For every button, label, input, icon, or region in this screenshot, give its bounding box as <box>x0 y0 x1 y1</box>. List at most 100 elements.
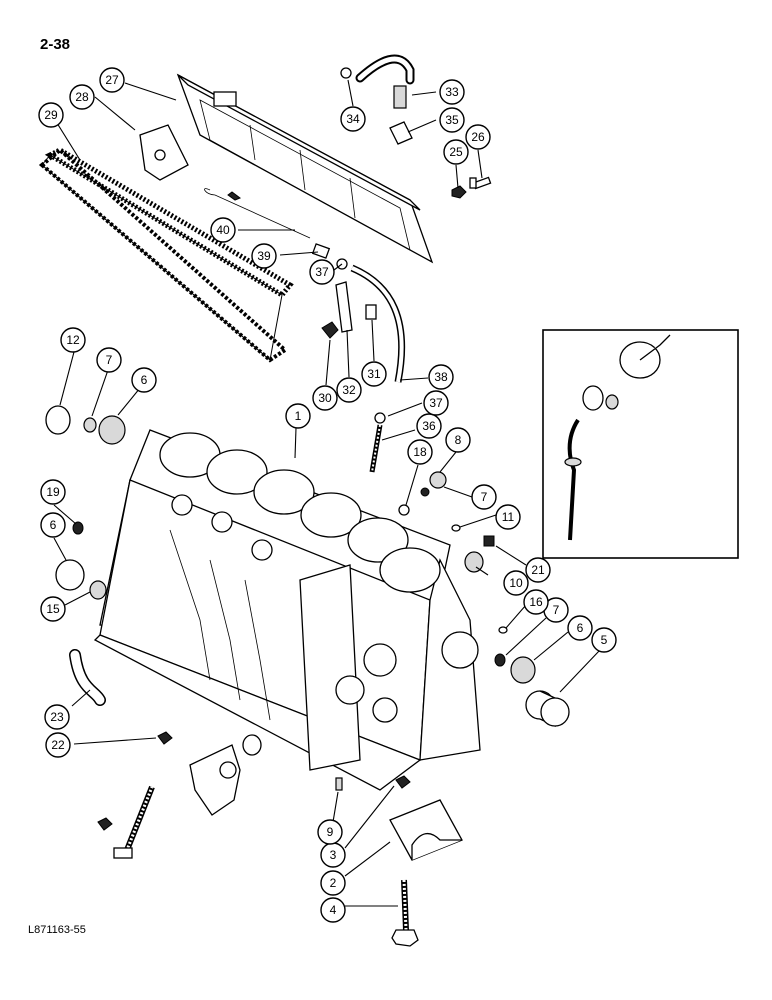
callout-label: 10 <box>509 576 523 590</box>
callout: 35 <box>439 107 465 133</box>
cylinder-block <box>93 429 481 791</box>
callout-label: 7 <box>106 353 113 367</box>
callout: 9 <box>317 819 343 845</box>
callout-label: 15 <box>46 602 60 616</box>
callout: 21 <box>525 557 551 583</box>
page-number: 2-38 <box>40 36 71 53</box>
main-bearing-cap <box>335 775 463 947</box>
callout: 2 <box>320 870 346 896</box>
callout-label: 31 <box>367 367 381 381</box>
housing-bolt <box>113 785 155 859</box>
plug-15 <box>89 580 107 600</box>
breather-hose-assembly <box>340 54 415 145</box>
callout-label: 16 <box>529 595 543 609</box>
callout-label: 3 <box>330 848 337 862</box>
rocker-cover <box>176 73 434 264</box>
callout: 8 <box>445 427 471 453</box>
bushing-5 <box>525 690 570 728</box>
callout: 36 <box>416 413 442 439</box>
callout-label: 26 <box>471 130 485 144</box>
figure-id: L871163-55 <box>28 924 86 936</box>
callout: 33 <box>439 79 465 105</box>
callout: 6 <box>40 512 66 538</box>
callout: 22 <box>45 732 71 758</box>
callout-label: 35 <box>445 113 459 127</box>
callout-label: 37 <box>429 396 443 410</box>
callout: 5 <box>591 627 617 653</box>
callout-label: 11 <box>502 510 515 524</box>
callout: 40 <box>210 217 236 243</box>
plug-19 <box>72 521 84 535</box>
callout-label: 9 <box>327 825 334 839</box>
dipstick-stud <box>369 424 383 473</box>
callout: 26 <box>465 124 491 150</box>
rocker-cover-gasket <box>38 147 294 363</box>
oil-filler-plate <box>139 124 189 181</box>
callout-label: 19 <box>46 485 60 499</box>
callout-label: 39 <box>257 249 271 263</box>
callout: 12 <box>60 327 86 353</box>
callout-label: 6 <box>141 373 148 387</box>
plug-7-b <box>429 471 447 489</box>
callout: 7 <box>471 484 497 510</box>
leader-lines <box>51 79 601 907</box>
plug-7-a <box>83 417 97 433</box>
tube-clip-lower <box>374 412 386 424</box>
plug-6-b <box>55 559 85 591</box>
plug-11 <box>451 524 461 532</box>
callout: 6 <box>567 615 593 641</box>
callout: 32 <box>336 377 362 403</box>
callout: 38 <box>428 364 454 390</box>
dipstick-tube-end <box>311 243 331 259</box>
callout-label: 7 <box>553 603 560 617</box>
callout-label: 18 <box>413 445 427 459</box>
callout: 25 <box>443 139 469 165</box>
callout: 4 <box>320 897 346 923</box>
callout: 18 <box>407 439 433 465</box>
plug-7-c <box>494 653 506 667</box>
callout-label: 4 <box>330 903 337 917</box>
callout-label: 6 <box>50 518 57 532</box>
callout-label: 33 <box>445 85 459 99</box>
callout-label: 29 <box>44 108 58 122</box>
callout: 16 <box>523 589 549 615</box>
water-outlet-housing <box>189 734 262 816</box>
callout: 10 <box>503 570 529 596</box>
callout-label: 5 <box>601 633 608 647</box>
callout: 27 <box>99 67 125 93</box>
callout-label: 2 <box>330 876 337 890</box>
callout-label: 1 <box>295 409 302 423</box>
plug-18 <box>398 504 410 516</box>
callout: 15 <box>40 596 66 622</box>
callout-label: 23 <box>50 710 64 724</box>
nut-22 <box>157 731 173 745</box>
callout-label: 32 <box>342 383 356 397</box>
callout: 34 <box>340 106 366 132</box>
plug-8 <box>420 487 430 497</box>
callout-label: 8 <box>455 433 462 447</box>
callout: 29 <box>38 102 64 128</box>
callout-label: 21 <box>531 563 545 577</box>
nut-25 <box>451 185 467 199</box>
callout: 3 <box>320 842 346 868</box>
callout-label: 38 <box>434 370 448 384</box>
nut-lower <box>97 817 113 831</box>
dipstick-bracket <box>321 281 377 339</box>
callout: 39 <box>251 243 277 269</box>
callout: 30 <box>312 385 338 411</box>
callout-label: 6 <box>577 621 584 635</box>
callout-label: 40 <box>216 223 230 237</box>
callout: 31 <box>361 361 387 387</box>
callout: 28 <box>69 84 95 110</box>
callout-label: 28 <box>75 90 89 104</box>
plug-6-c <box>510 656 536 684</box>
expansion-plug-12 <box>45 405 71 435</box>
callout: 1 <box>285 403 311 429</box>
callout: 37 <box>423 390 449 416</box>
callout-label: 25 <box>449 145 463 159</box>
callout-label: 22 <box>51 738 65 752</box>
callout: 23 <box>44 704 70 730</box>
plug-10 <box>464 551 484 573</box>
inset-detail <box>542 329 739 559</box>
